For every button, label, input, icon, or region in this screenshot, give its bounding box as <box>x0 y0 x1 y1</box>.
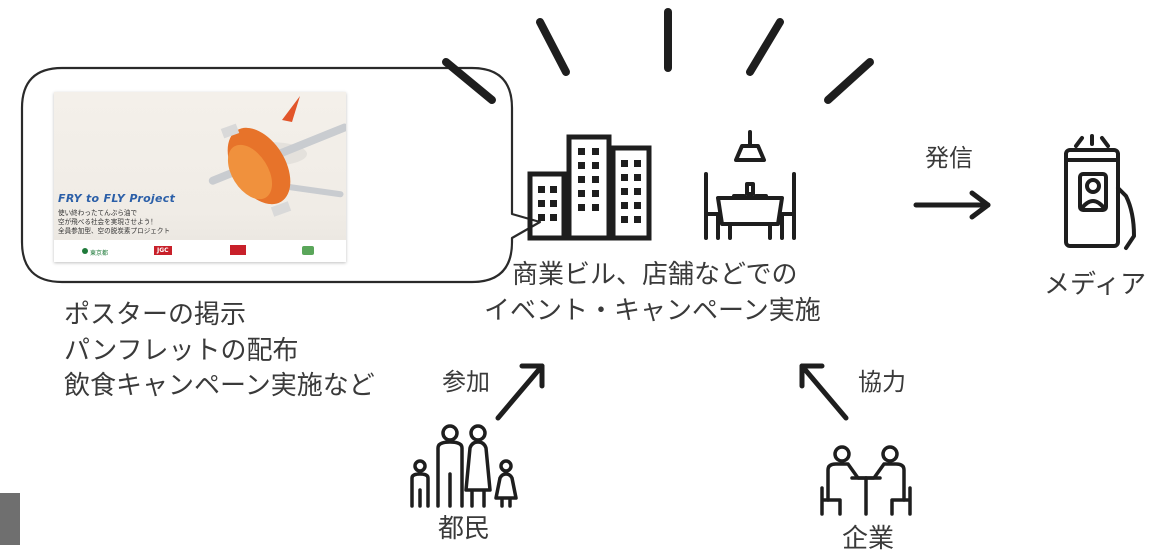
arrow-up-right-icon <box>495 363 545 421</box>
poster-line-2: 空が飛べる社会を実現させよう！ <box>58 218 157 226</box>
tokyo-logo: 東京都 <box>90 250 109 257</box>
poster-title: FRY to FLY Project <box>58 192 176 205</box>
poster-line-1: 使い終わったてんぷら油で <box>58 209 138 217</box>
arrow-right-icon <box>913 190 991 220</box>
side-tab[interactable] <box>0 493 20 545</box>
broadcast-label: 発信 <box>925 144 973 172</box>
jgc-logo: JGC <box>154 246 172 255</box>
business-meeting-icon <box>820 445 912 516</box>
family-icon <box>410 424 518 508</box>
restaurant-table-icon <box>704 130 796 240</box>
citizens-label: 都民 <box>438 514 491 544</box>
participate-label: 参加 <box>442 368 490 396</box>
promo-line-pamphlet: パンフレットの配布 <box>64 336 299 366</box>
media-label: メディア <box>1044 270 1147 300</box>
cooperate-label: 協力 <box>858 368 906 396</box>
poster-footer: 東京都 JGC <box>54 240 346 262</box>
arrow-up-left-icon <box>799 363 849 421</box>
company-label: 企業 <box>842 524 895 554</box>
venue-line-1: 商業ビル、店舗などでの <box>512 260 798 290</box>
partner-logo-green <box>302 246 314 255</box>
poster-line-3: 全員参加型、空の脱炭素プロジェクト <box>58 227 171 235</box>
buildings-icon <box>527 134 652 241</box>
poster-image: FRY to FLY Project 使い終わったてんぷら油で 空が飛べる社会を… <box>54 92 346 262</box>
venue-line-2: イベント・キャンペーン実施 <box>484 296 821 326</box>
partner-logo <box>230 245 246 255</box>
promo-line-food: 飲食キャンペーン実施など <box>64 371 375 401</box>
smartphone-icon <box>1064 134 1136 250</box>
promo-line-poster: ポスターの掲示 <box>64 300 247 330</box>
tokyo-logo-icon <box>82 248 88 254</box>
